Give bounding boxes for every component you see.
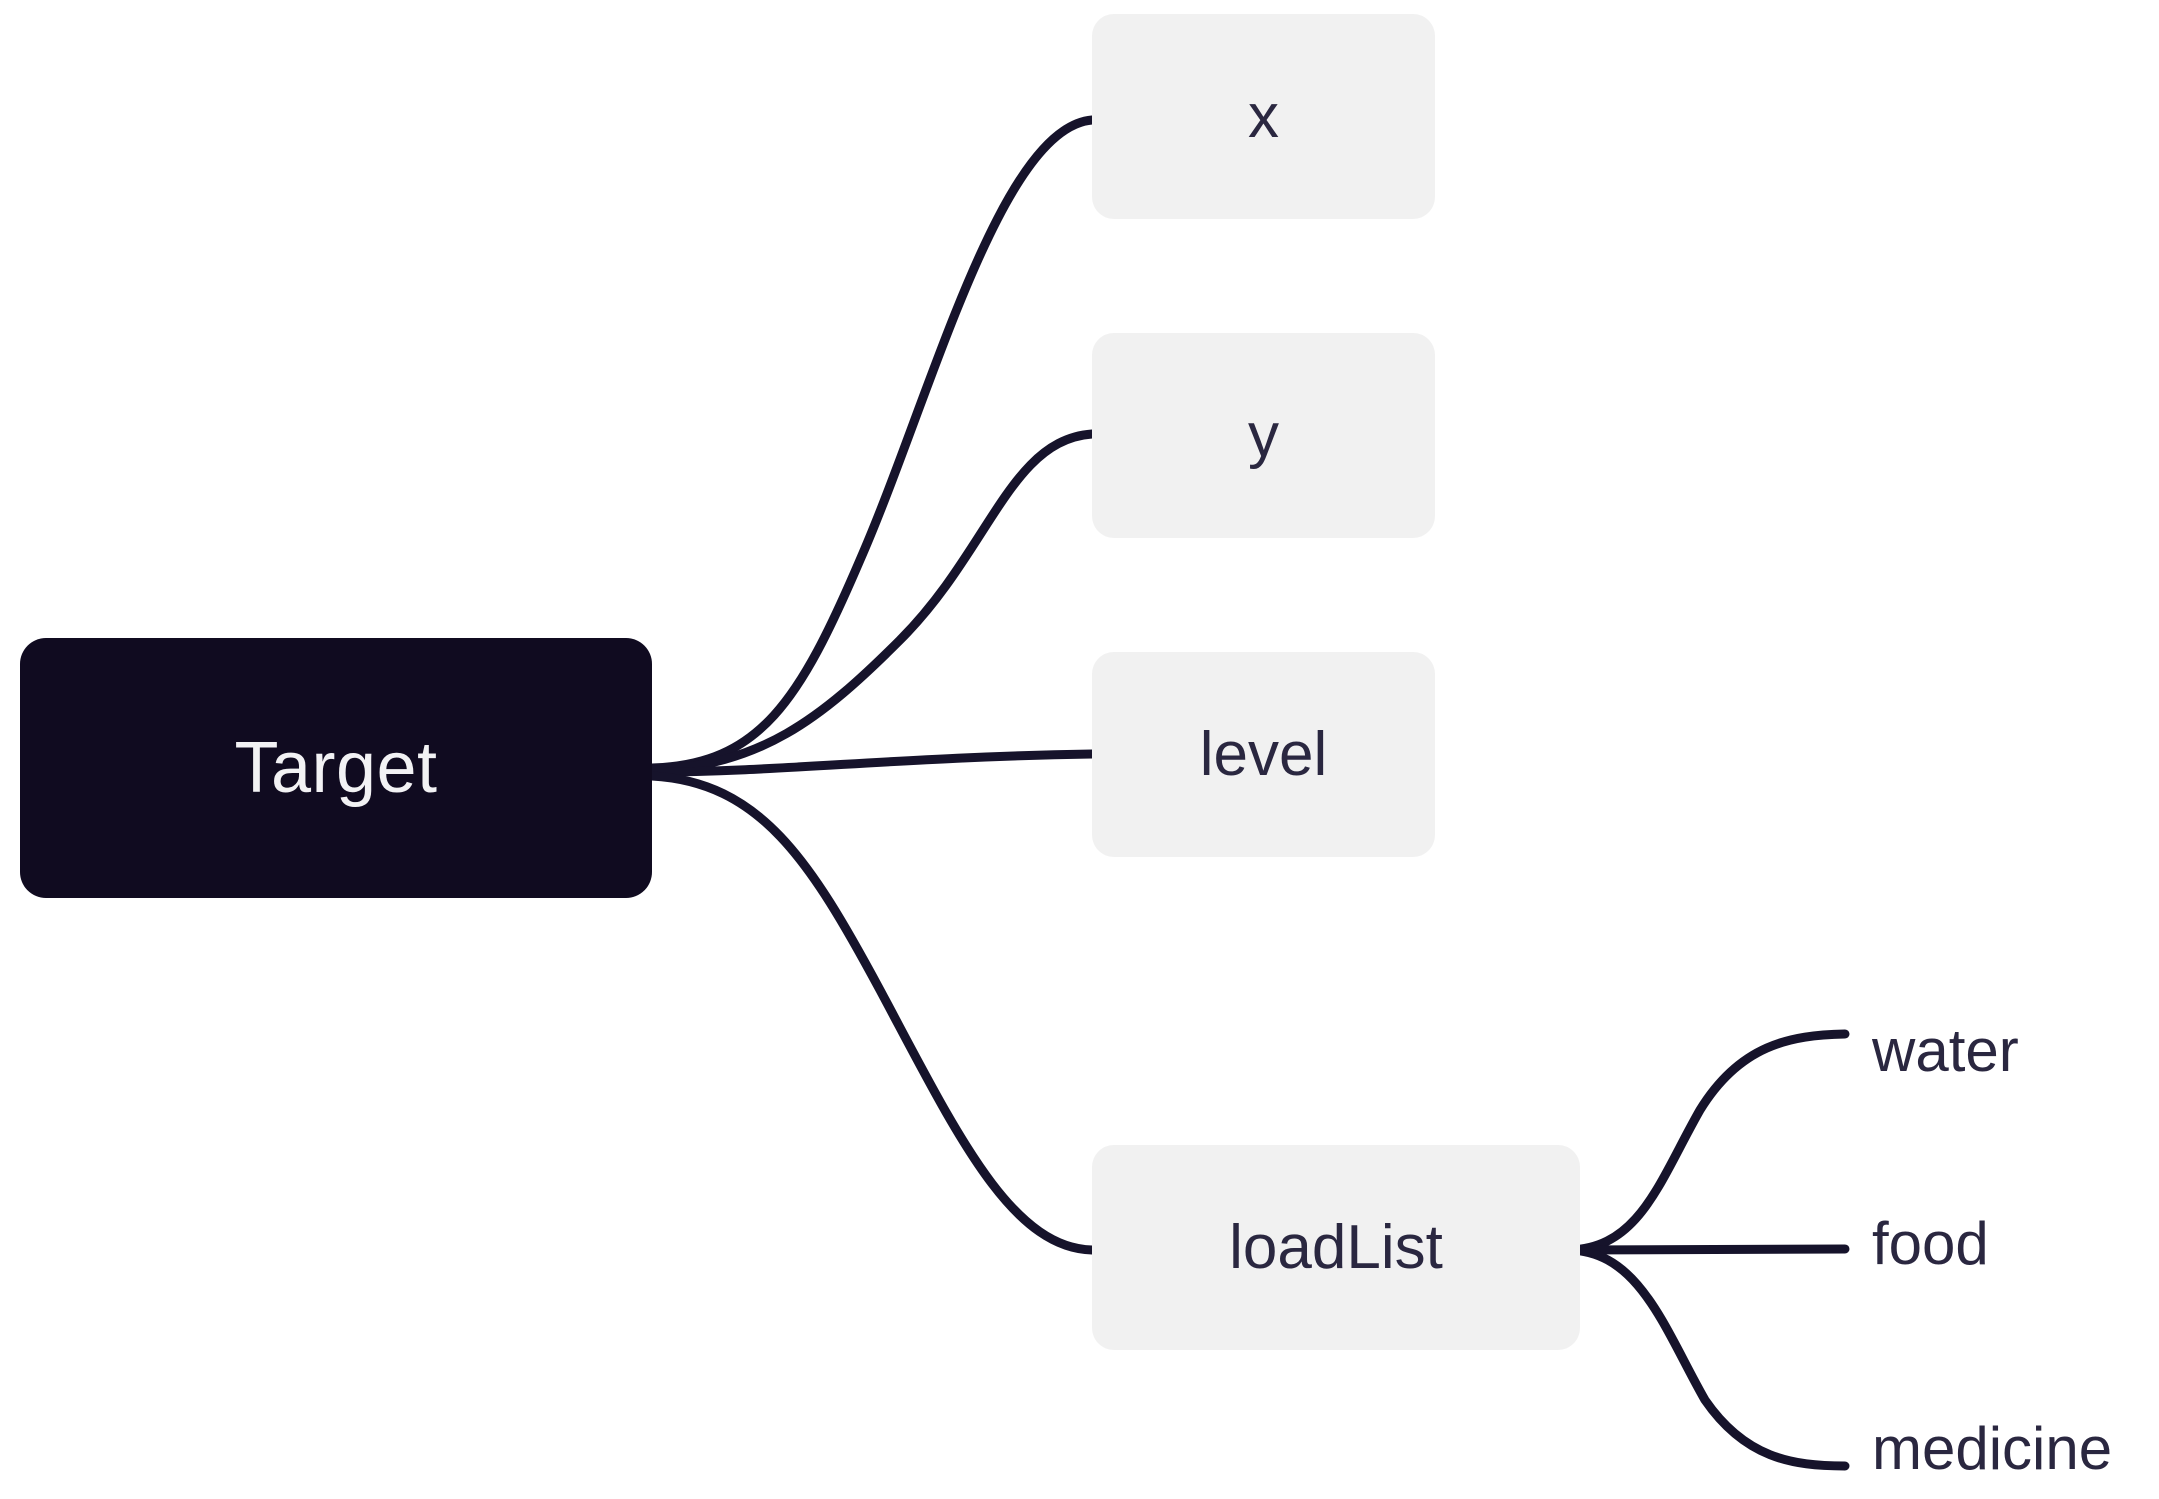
node-water-label: water [1872,1016,2019,1084]
edge-target-to-x [647,115,1097,773]
node-target-label: Target [234,728,438,808]
node-level[interactable]: level [1092,652,1435,857]
node-y-label: y [1248,401,1279,470]
node-level-label: level [1199,720,1328,789]
node-food-label: food [1872,1209,1989,1277]
node-medicine-label: medicine [1872,1414,2113,1482]
edge-loadlist-to-medicine [1565,1245,1850,1471]
node-loadlist[interactable]: loadList [1092,1145,1580,1350]
node-water[interactable]: water [1872,1012,2019,1088]
node-y[interactable]: y [1092,333,1435,538]
edge-loadlist-to-food [1565,1244,1850,1255]
node-loadlist-label: loadList [1229,1213,1443,1282]
edge-target-to-loadlist [647,771,1097,1255]
edge-target-to-y [647,429,1097,775]
edge-loadlist-to-water [1565,1029,1850,1255]
edge-target-to-level [647,749,1097,777]
node-x-label: x [1248,82,1279,151]
node-medicine[interactable]: medicine [1872,1410,2112,1486]
node-x[interactable]: x [1092,14,1435,219]
node-target[interactable]: Target [20,638,652,898]
node-food[interactable]: food [1872,1205,1989,1281]
